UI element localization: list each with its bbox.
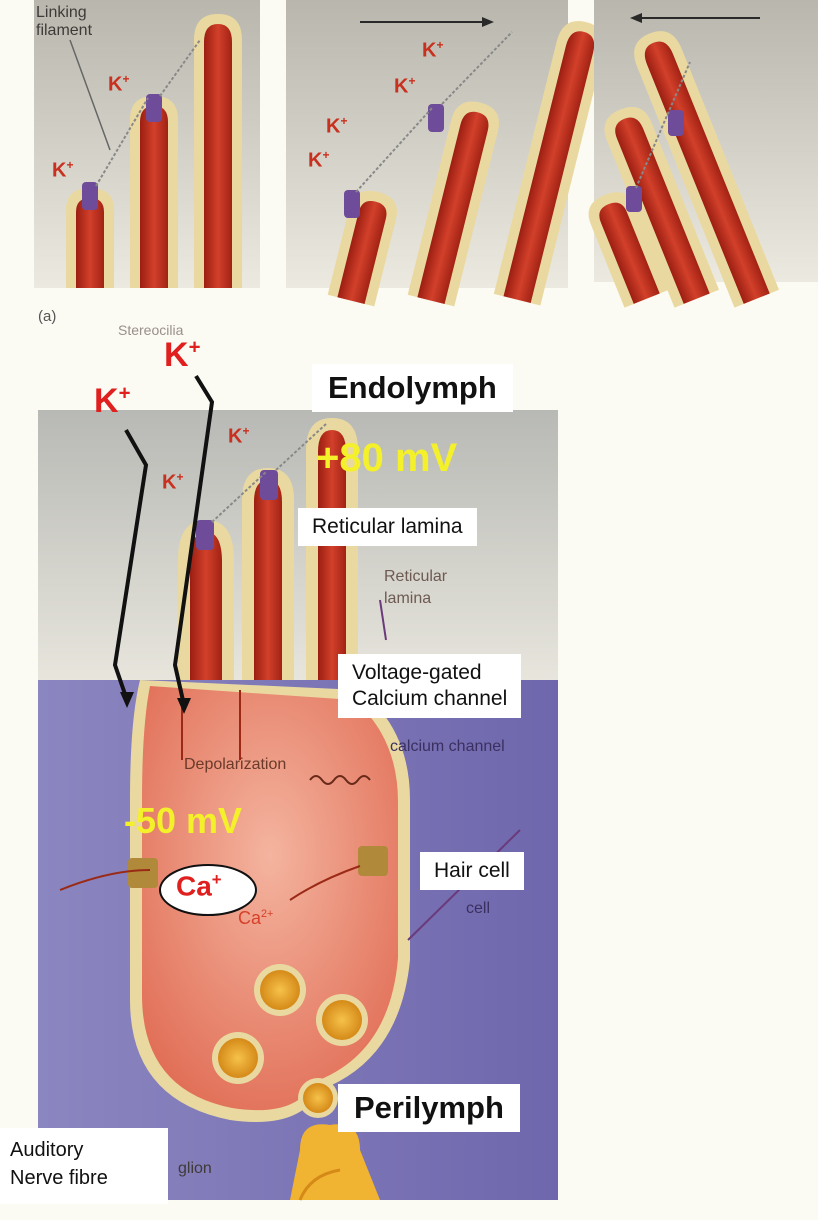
k-ion-label-2: K+ xyxy=(94,382,131,420)
k-ion-arrows xyxy=(112,374,215,714)
panel-a-k-ion-6: K+ xyxy=(308,148,330,172)
background-reticular-text: Reticular lamina xyxy=(384,568,448,607)
panel-a-image-3 xyxy=(588,0,818,308)
background-calcium-text: calcium channel xyxy=(390,738,505,755)
endolymph-voltage: +80 mV xyxy=(316,436,458,480)
k-ion-small-2: K+ xyxy=(162,470,184,494)
panel-a-k-ion-3: K+ xyxy=(422,38,444,62)
nerve-terminal xyxy=(290,1124,380,1201)
panel-a-k-ion-5: K+ xyxy=(326,114,348,138)
linking-filament-label: Linking filament xyxy=(36,4,93,39)
ca-ion-label: Ca+ xyxy=(176,870,222,902)
ca-ellipse xyxy=(159,864,257,916)
voltage-gated-channel-label: Voltage-gated Calcium channel xyxy=(338,654,522,718)
k-ion-label-1: K+ xyxy=(164,336,201,374)
panel-a-image-1 xyxy=(34,0,260,288)
panel-a-label: (a) xyxy=(38,308,57,325)
panel-a-image-2 xyxy=(286,0,605,307)
k-ion-small-1: K+ xyxy=(228,424,250,448)
synaptic-vesicles xyxy=(212,964,368,1118)
hair-cell-label: Hair cell xyxy=(420,852,524,890)
cell-voltage: -50 mV xyxy=(124,800,243,841)
stereocilia-label: Stereocilia xyxy=(118,322,184,338)
panel-a-k-ion-2: K+ xyxy=(52,158,74,182)
ganglion-partial-text: glion xyxy=(178,1160,212,1177)
perilymph-label: Perilymph xyxy=(338,1084,520,1132)
auditory-nerve-label: Auditory Nerve fibre xyxy=(0,1128,168,1204)
depolarization-label: Depolarization xyxy=(184,756,287,773)
ca2-ion-label: Ca2+ xyxy=(238,908,274,928)
panel-a-k-ion-4: K+ xyxy=(394,74,416,98)
endolymph-label: Endolymph xyxy=(312,364,513,412)
background-cell-text: cell xyxy=(466,900,491,917)
main-stereocilia xyxy=(178,418,358,680)
reticular-lamina-label: Reticular lamina xyxy=(298,508,477,546)
panel-a-k-ion-1: K+ xyxy=(108,72,130,96)
